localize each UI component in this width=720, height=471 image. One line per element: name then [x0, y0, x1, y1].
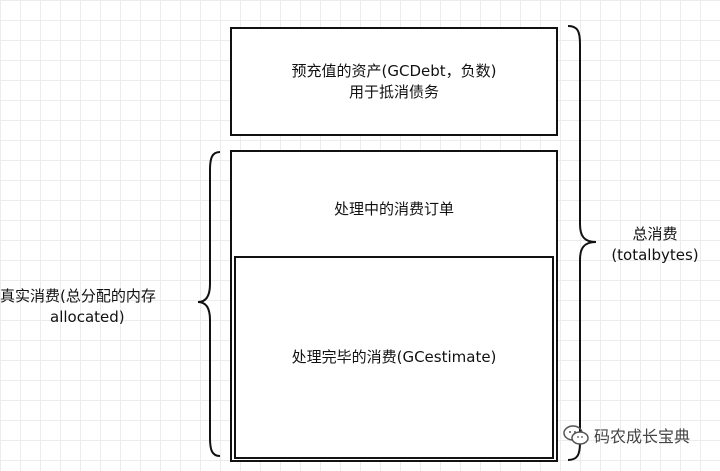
- prepaid-assets-label-line2: 用于抵消债务: [348, 82, 439, 101]
- total-consumption-line1: 总消费: [632, 225, 678, 243]
- total-consumption-brace: [567, 25, 597, 461]
- real-consumption-label: 真实消费(总分配的内存 allocated): [0, 286, 200, 328]
- real-consumption-brace: [197, 151, 221, 457]
- real-consumption-line2: allocated): [50, 308, 125, 326]
- completed-consumption-label: 处理完毕的消费(GCestimate): [291, 348, 497, 366]
- total-consumption-label: 总消费 (totalbytes): [610, 224, 700, 266]
- real-consumption-line1: 真实消费(总分配的内存: [0, 287, 156, 305]
- total-consumption-line2: (totalbytes): [611, 246, 699, 264]
- watermark-text: 码农成长宝典: [594, 427, 691, 446]
- processing-orders-label: 处理中的消费订单: [333, 200, 454, 218]
- wechat-icon: [563, 425, 589, 445]
- completed-consumption-box: 处理完毕的消费(GCestimate): [234, 256, 554, 459]
- watermark: 码农成长宝典: [562, 420, 712, 450]
- prepaid-assets-label-line1: 预充值的资产(GCDebt，负数): [291, 61, 497, 80]
- prepaid-assets-box: 预充值的资产(GCDebt，负数) 用于抵消债务: [230, 27, 558, 136]
